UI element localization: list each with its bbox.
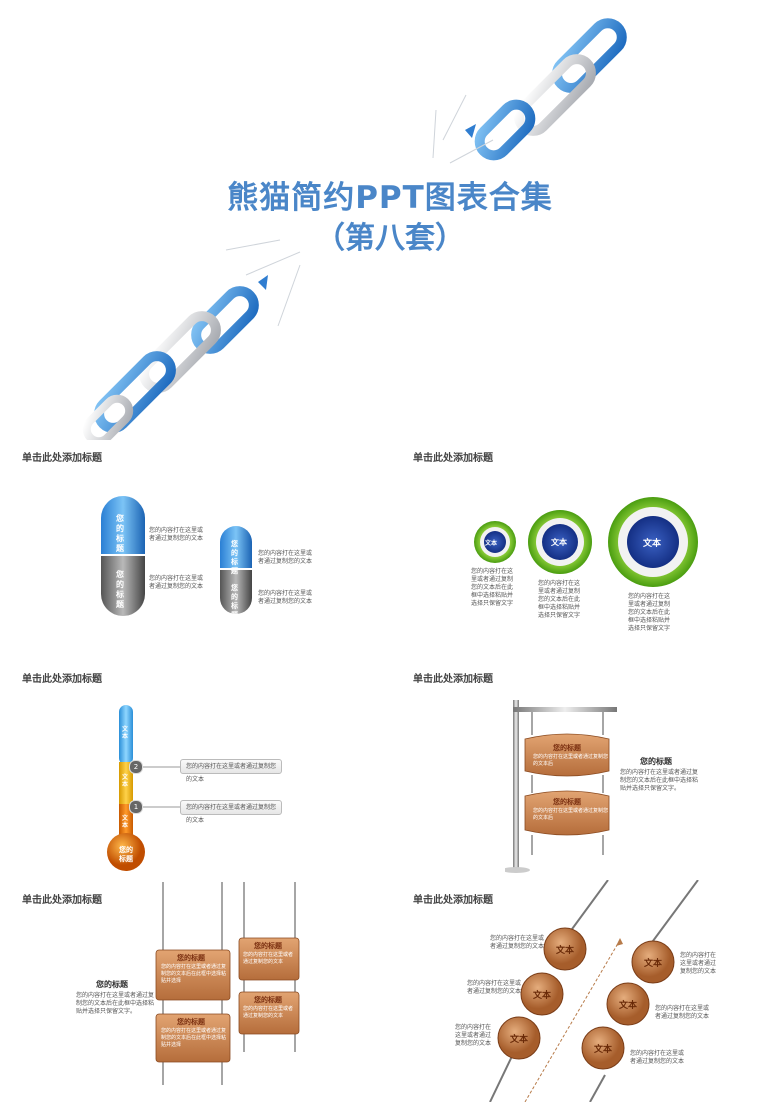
callout-box: 您的内容打在这里或者通过复制您的文本 xyxy=(180,800,282,824)
text-block: 您的内容打在这里或者通过复制您的文本 xyxy=(149,527,204,542)
side-title: 您的标题 xyxy=(96,980,128,989)
marker-badge: 1 xyxy=(129,800,143,814)
coin-label: 文本 xyxy=(594,1045,613,1055)
segment-label: 文本 xyxy=(122,726,129,740)
text-block: 您的内容打在这里或者通过复制您的文本 xyxy=(680,952,717,975)
pill-graphic xyxy=(101,496,252,616)
coin-label: 文本 xyxy=(619,1001,638,1011)
segment-label: 文本 xyxy=(122,815,129,829)
sign-title: 您的标题 xyxy=(553,798,581,806)
circle-label: 文本 xyxy=(643,539,662,549)
sign-title: 您的标题 xyxy=(553,744,581,752)
text-block: 您的内容打在这里或者通过复制您的文本后在此框中选择粘贴并选择只保留文字 xyxy=(538,580,581,619)
chain-decoration xyxy=(82,18,627,440)
sign-text: 您的内容打在这里或者通过复制您的文本后 xyxy=(533,754,609,767)
slide1-title: 单击此处添加标题 xyxy=(22,453,102,464)
segment-label: 文本 xyxy=(122,774,129,788)
text-block: 您的内容打在这里或者通过复制您的文本后在此框中选择粘贴并选择只保留文字 xyxy=(471,568,514,607)
coin-label: 文本 xyxy=(533,991,552,1001)
signpost-graphic xyxy=(505,700,617,873)
circle-label: 文本 xyxy=(485,540,498,547)
coin-label: 文本 xyxy=(644,959,663,969)
side-title: 您的标题 xyxy=(640,757,672,766)
text-block: 您的内容打在这里或者通过复制您的文本 xyxy=(467,980,522,995)
hero-subtitle: （第八套） xyxy=(315,221,465,256)
pill-label: 您的标题 xyxy=(116,570,124,609)
slide2-title: 单击此处添加标题 xyxy=(413,453,493,464)
text-block: 您的内容打在这里或者通过复制您的文本后在此框中选择粘贴并选择只保留文字 xyxy=(628,593,671,632)
text-block: 您的内容打在这里或者通过复制您的文本 xyxy=(490,935,545,950)
slide4-title: 单击此处添加标题 xyxy=(413,674,493,685)
sign-text: 您的内容打在这里或者通过复制您的文本后 xyxy=(533,808,609,821)
coin-label: 文本 xyxy=(556,946,575,956)
circle-label: 文本 xyxy=(551,538,567,547)
callout-box: 您的内容打在这里或者通过复制您的文本 xyxy=(180,759,282,783)
board-text: 您的内容打在这里或者通过复制您的文本 xyxy=(243,952,294,965)
text-block: 您的内容打在这里或者通过复制您的文本 xyxy=(455,1024,492,1047)
slide3-title: 单击此处添加标题 xyxy=(22,674,102,685)
hero-title: 熊猫简约PPT图表合集 xyxy=(227,180,553,216)
marker-badge: 2 xyxy=(129,760,143,774)
side-text: 您的内容打在这里或者通过复制您的文本后在此框中选择粘贴并选择只保留文字。 xyxy=(620,769,699,792)
board-title: 您的标题 xyxy=(177,1018,205,1026)
thermometer-graphic xyxy=(107,705,145,871)
text-block: 您的内容打在这里或者通过复制您的文本 xyxy=(258,550,313,565)
board-text: 您的内容打在这里或者通过复制您的文本后在此框中选择粘贴并选择 xyxy=(161,1028,227,1048)
slide6-title: 单击此处添加标题 xyxy=(413,895,493,906)
pill-label: 您的标题 xyxy=(231,584,238,619)
pill-label: 您的标题 xyxy=(231,540,238,575)
text-block: 您的内容打在这里或者通过复制您的文本 xyxy=(655,1005,710,1020)
text-block: 您的内容打在这里或者通过复制您的文本 xyxy=(149,575,204,590)
boards-graphic xyxy=(155,882,300,1085)
board-title: 您的标题 xyxy=(177,954,205,962)
circles-graphic xyxy=(474,497,698,587)
coins-graphic xyxy=(489,880,699,1102)
slide5-title: 单击此处添加标题 xyxy=(22,895,102,906)
board-title: 您的标题 xyxy=(254,942,282,950)
side-text: 您的内容打在这里或者通过复制您的文本后在此框中选择粘贴并选择只保留文字。 xyxy=(76,992,155,1015)
board-text: 您的内容打在这里或者通过复制您的文本后在此框中选择粘贴并选择 xyxy=(161,964,227,984)
pill-label: 您的标题 xyxy=(116,514,124,553)
board-text: 您的内容打在这里或者通过复制您的文本 xyxy=(243,1006,294,1019)
board-title: 您的标题 xyxy=(254,996,282,1004)
text-block: 您的内容打在这里或者通过复制您的文本 xyxy=(630,1050,685,1065)
bulb-label: 您的标题 xyxy=(119,846,133,863)
callout-lines xyxy=(141,766,181,808)
text-block: 您的内容打在这里或者通过复制您的文本 xyxy=(258,590,313,605)
coin-label: 文本 xyxy=(510,1035,529,1045)
